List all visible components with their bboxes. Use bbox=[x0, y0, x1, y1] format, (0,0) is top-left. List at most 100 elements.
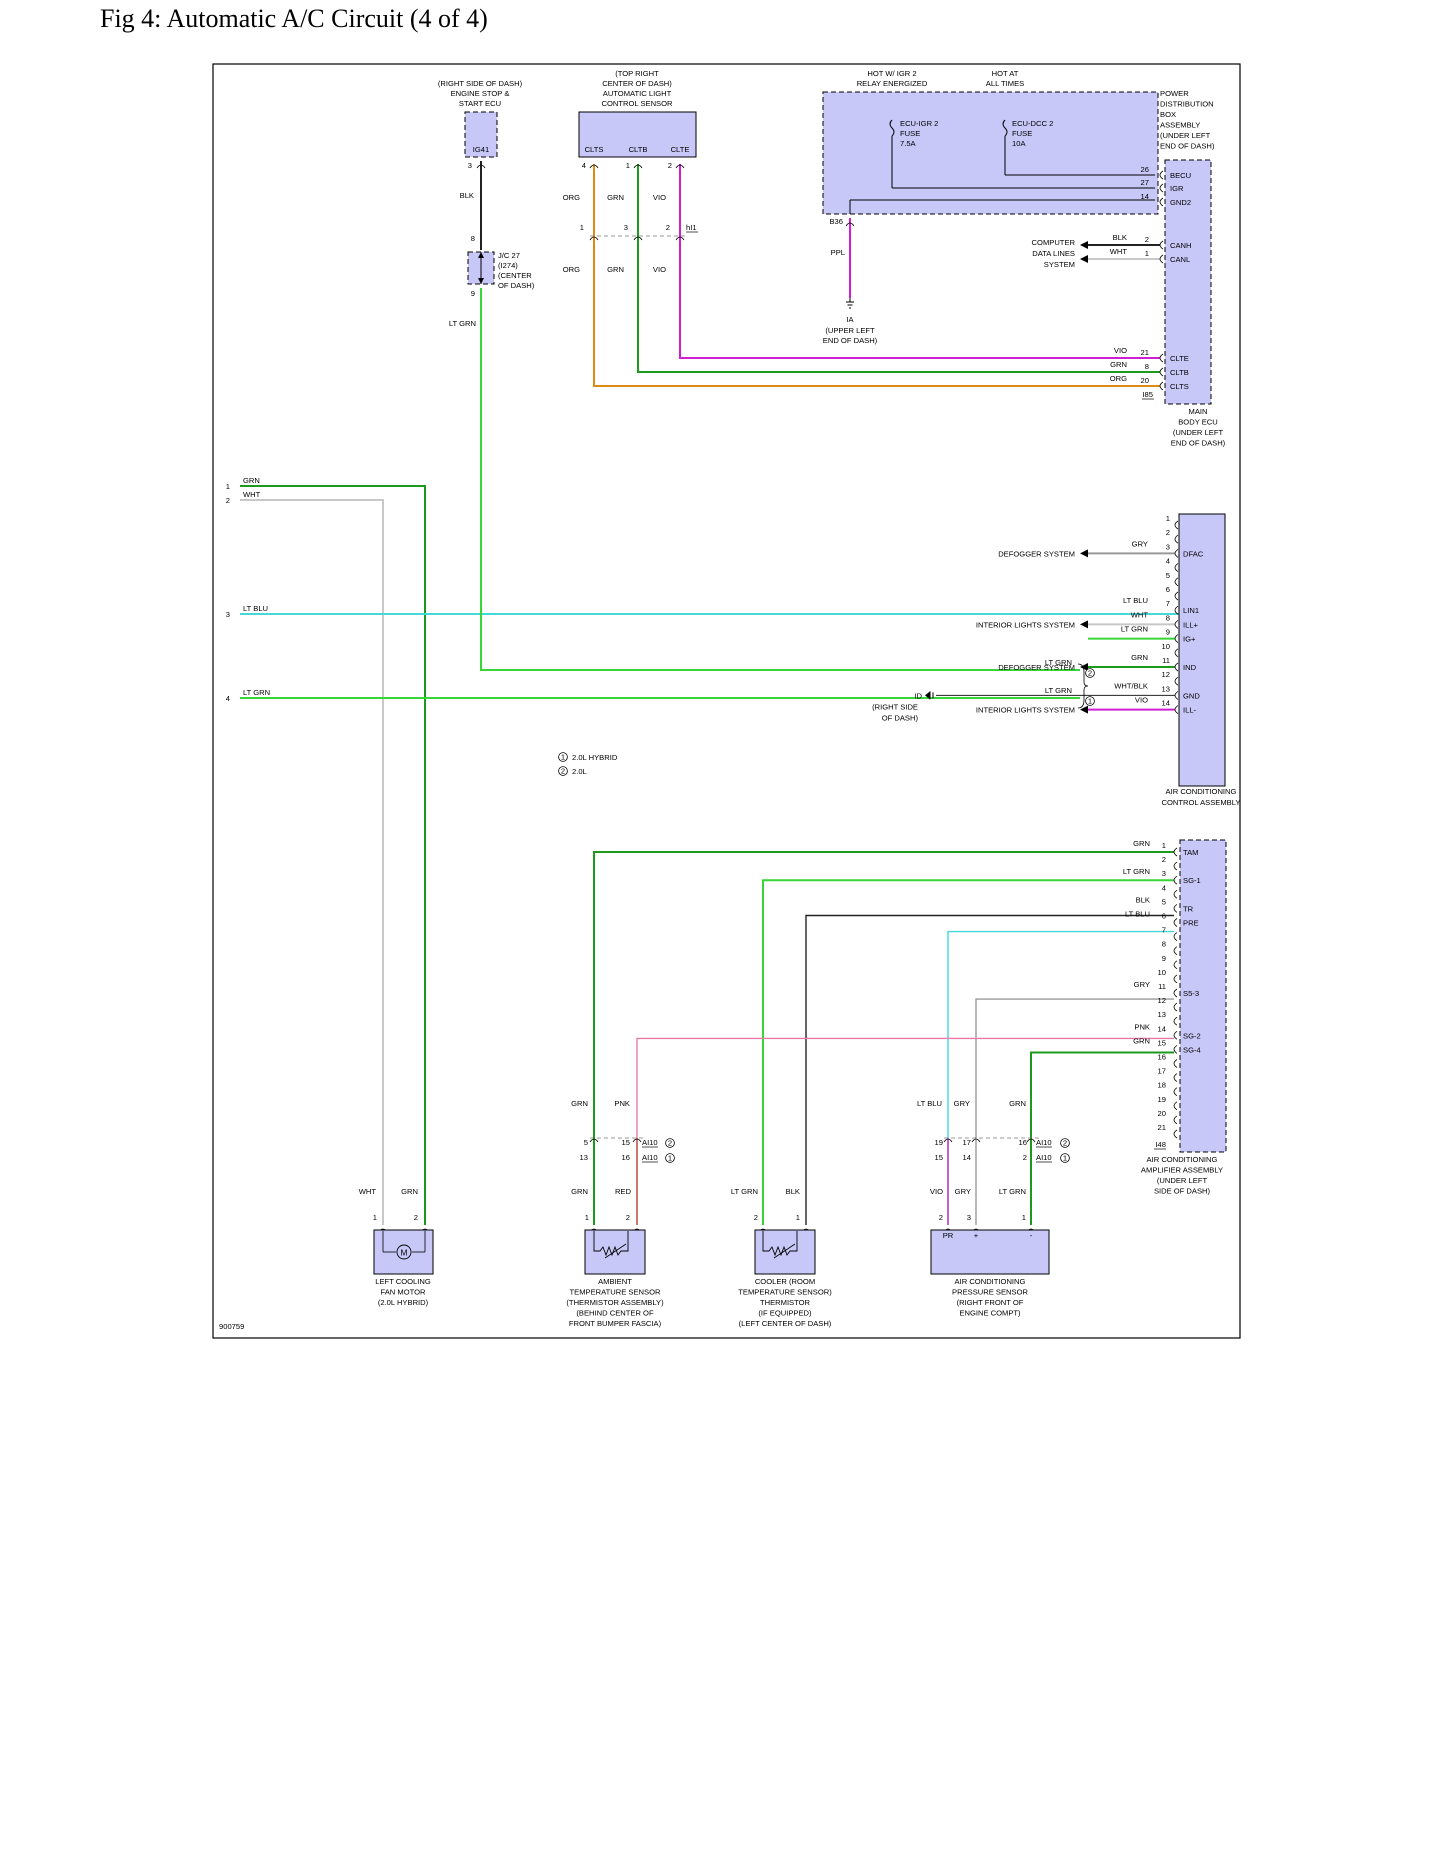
connector-terminal bbox=[1174, 648, 1179, 658]
label: 4 bbox=[1166, 557, 1170, 566]
arrow-icon bbox=[478, 252, 484, 258]
label: hI1 bbox=[686, 223, 697, 232]
connector-terminal bbox=[1173, 1129, 1178, 1139]
label: 7 bbox=[1162, 926, 1166, 935]
label: LT BLU bbox=[243, 604, 268, 613]
connector-terminal bbox=[1173, 1087, 1178, 1097]
page-title: Fig 4: Automatic A/C Circuit (4 of 4) bbox=[100, 4, 488, 33]
label: (TOP RIGHT bbox=[615, 69, 659, 78]
label: VIO bbox=[653, 193, 666, 202]
wire-grn-sg4 bbox=[1030, 1051, 1174, 1225]
label: RED bbox=[615, 1187, 632, 1196]
wire-blk-tr bbox=[805, 914, 1174, 1225]
wire-lt-blu-pre bbox=[947, 930, 1174, 1225]
ac-control-assembly-box bbox=[1178, 513, 1226, 787]
connector-terminal bbox=[1173, 1073, 1178, 1082]
label: 14 bbox=[1162, 699, 1170, 708]
label: 5 bbox=[584, 1138, 588, 1147]
label: IGR bbox=[1170, 184, 1184, 193]
label: 4 bbox=[582, 161, 586, 170]
cooler-sensor-box bbox=[754, 1229, 816, 1275]
option-circle-icon bbox=[1060, 1153, 1070, 1163]
label: PRE bbox=[1183, 919, 1199, 928]
connector-terminal bbox=[1173, 974, 1178, 984]
label: HOT AT bbox=[992, 69, 1019, 78]
fuse-icon bbox=[1002, 119, 1008, 137]
label: I85 bbox=[1142, 390, 1153, 399]
connector-terminal bbox=[633, 236, 643, 241]
connector-terminal bbox=[1174, 549, 1179, 558]
connector-terminal bbox=[589, 1138, 599, 1143]
connector-terminal bbox=[1173, 918, 1178, 927]
connector-terminal bbox=[1174, 563, 1179, 572]
label: CANL bbox=[1170, 255, 1190, 264]
label: 12 bbox=[1162, 670, 1170, 679]
label: ID bbox=[914, 691, 922, 700]
label: DFAC bbox=[1183, 549, 1204, 558]
label: 1 bbox=[796, 1213, 800, 1222]
label: 1 bbox=[561, 753, 565, 762]
connector-terminal bbox=[632, 1138, 642, 1143]
label: ALL TIMES bbox=[986, 79, 1024, 88]
label: PNK bbox=[614, 1099, 630, 1108]
label: 2 bbox=[1063, 1139, 1067, 1148]
label: AMPLIFIER ASSEMBLY bbox=[1141, 1166, 1223, 1175]
label: OF DASH) bbox=[498, 281, 535, 290]
diagram-frame bbox=[212, 63, 1241, 1339]
label: ECU-DCC 2 bbox=[1012, 119, 1053, 128]
label: INTERIOR LIGHTS SYSTEM bbox=[976, 620, 1075, 629]
label: PR bbox=[943, 1231, 954, 1240]
label: VIO bbox=[653, 265, 666, 274]
label: IND bbox=[1183, 663, 1197, 672]
label: (IF EQUIPPED) bbox=[758, 1309, 812, 1318]
label: 26 bbox=[1141, 165, 1149, 174]
label: AI10 bbox=[1036, 1153, 1052, 1162]
label: 2 bbox=[1023, 1153, 1027, 1162]
thermistor-icon bbox=[762, 1231, 798, 1257]
label: 1 bbox=[1162, 841, 1166, 850]
label: 18 bbox=[1158, 1081, 1166, 1090]
label: I48 bbox=[1155, 1140, 1166, 1149]
label: CLTS bbox=[585, 145, 604, 154]
label: 3 bbox=[226, 610, 230, 619]
connector-terminal bbox=[1173, 904, 1178, 913]
label: 4 bbox=[226, 694, 230, 703]
connector-terminal bbox=[1159, 353, 1164, 363]
label: OF DASH) bbox=[882, 713, 919, 722]
line bbox=[604, 1243, 627, 1259]
label: END OF DASH) bbox=[1160, 142, 1215, 151]
label: 3 bbox=[1166, 542, 1170, 551]
label: 9 bbox=[471, 289, 475, 298]
ac-amplifier-box bbox=[1179, 839, 1227, 1153]
connector-terminal bbox=[1174, 534, 1179, 544]
label: 1 bbox=[1166, 514, 1170, 523]
label: AI10 bbox=[1036, 1138, 1052, 1147]
label: SG-1 bbox=[1183, 876, 1201, 885]
arrow-icon bbox=[1080, 549, 1088, 558]
label: GRN bbox=[1133, 839, 1150, 848]
connector-terminal bbox=[1159, 381, 1164, 391]
label: DEFOGGER SYSTEM bbox=[998, 549, 1075, 558]
connector-terminal bbox=[1174, 705, 1179, 714]
label: COMPUTER bbox=[1032, 238, 1076, 247]
label: 21 bbox=[1158, 1123, 1166, 1132]
wire-vio-clte bbox=[679, 164, 1160, 359]
connector-terminal bbox=[1159, 240, 1164, 250]
label: 16 bbox=[622, 1153, 630, 1162]
label: ASSEMBLY bbox=[1160, 121, 1200, 130]
connector-terminal bbox=[1174, 520, 1179, 530]
power-distribution-box bbox=[822, 91, 1159, 215]
label: AIR CONDITIONING bbox=[1166, 787, 1237, 796]
connector-terminal bbox=[1174, 620, 1179, 629]
label: TAM bbox=[1183, 848, 1198, 857]
label: 16 bbox=[1158, 1053, 1166, 1062]
arrow-icon bbox=[1080, 663, 1088, 671]
option-circle-icon bbox=[1085, 696, 1095, 706]
label: WHT bbox=[1131, 610, 1149, 619]
wire-wht-fan bbox=[240, 499, 384, 1225]
label: SYSTEM bbox=[1044, 260, 1075, 269]
label: BLK bbox=[786, 1187, 800, 1196]
label: 8 bbox=[1145, 362, 1149, 371]
connector-terminal bbox=[1174, 676, 1179, 686]
